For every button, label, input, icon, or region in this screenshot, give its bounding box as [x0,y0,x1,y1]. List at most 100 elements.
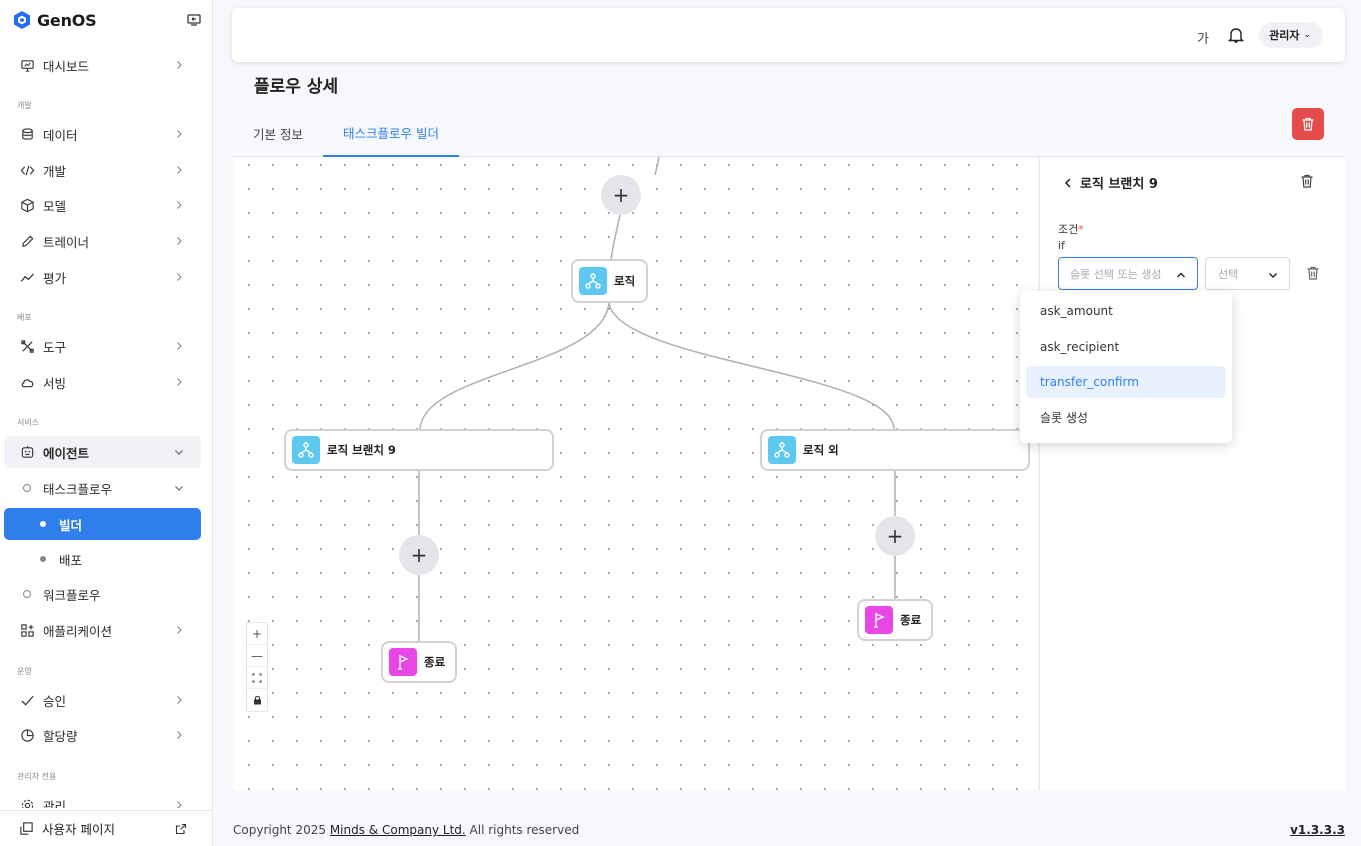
flow-canvas[interactable]: + 로직 로직 브랜치 9 로직 외 + + 종료 종료 + — [233,157,1038,790]
sidebar-item-label: 할당량 [43,728,78,744]
slot-select[interactable]: 슬롯 선택 또는 생성 [1058,257,1198,290]
edge-logic-branch [419,302,610,430]
sidebar-item-data[interactable]: 데이터 [4,118,201,150]
company-link[interactable]: Minds & Company Ltd. [329,823,466,837]
slot-select-placeholder: 슬롯 선택 또는 생성 [1070,267,1162,281]
chevron-right-icon [177,130,182,138]
edge-logic-else [608,302,895,430]
sidebar-item-taskflow[interactable]: 태스크플로우 [4,472,201,504]
external-link-icon [175,823,187,835]
node-logic-else[interactable]: 로직 외 [760,429,1030,471]
trash-icon[interactable] [1299,173,1315,189]
page-title: 플로우 상세 [254,77,339,97]
chevron-right-icon [177,237,182,245]
sidebar-item-quota[interactable]: 할당량 [4,719,201,751]
sidebar-item-label: 데이터 [43,127,78,143]
robot-icon [19,444,35,460]
sidebar-item-serving[interactable]: 서빙 [4,366,201,398]
node-label: 종료 [900,613,922,627]
add-node-button[interactable]: + [601,175,641,215]
sidebar-item-label: 배포 [59,552,83,568]
node-logic-branch[interactable]: 로직 브랜치 9 [284,429,554,471]
zoom-out-button[interactable]: — [247,645,267,667]
dropdown-option-create-slot[interactable]: 슬롯 생성 [1040,411,1088,425]
user-menu-button[interactable]: 관리자 ⌄ [1259,22,1323,48]
slot-dropdown: ask_amount ask_recipient transfer_confir… [1020,291,1232,443]
chevron-right-icon [177,342,182,350]
dropdown-option-transfer-confirm[interactable]: transfer_confirm [1026,366,1226,398]
chevron-right-icon [177,166,182,174]
sidebar-collapse-icon[interactable] [186,12,202,28]
sidebar-item-deploy[interactable]: 배포 [4,543,201,575]
user-page-icon [19,821,34,836]
fit-view-button[interactable] [247,667,267,689]
lock-button[interactable] [247,689,267,711]
genos-logo-icon [14,11,30,29]
sidebar-item-dashboard[interactable]: 대시보드 [4,49,201,81]
chevron-down-icon: ⌄ [1303,30,1311,40]
copyright: Copyright 2025 Minds & Company Ltd. All … [233,823,579,837]
sidebar-item-approval[interactable]: 승인 [4,684,201,716]
operator-select[interactable]: 선택 [1205,257,1290,290]
add-node-button[interactable]: + [875,516,915,556]
node-end-right[interactable]: 종료 [857,599,933,641]
user-page-link[interactable]: 사용자 페이지 [0,810,213,846]
chevron-right-icon [177,801,182,808]
sidebar-item-tools[interactable]: 도구 [4,330,201,362]
chevron-down-icon [1269,273,1277,278]
sidebar-item-builder[interactable]: 빌더 [4,508,201,540]
sidebar-item-workflow[interactable]: 워크플로우 [4,578,201,610]
bell-icon[interactable] [1227,26,1245,44]
panel-back-button[interactable]: 로직 브랜치 9 [1062,173,1158,192]
sidebar-item-manage[interactable]: 관리 [4,789,201,808]
sidebar-item-label: 관리 [43,798,67,809]
copyright-suffix: All rights reserved [469,823,580,837]
trash-icon[interactable] [1305,265,1321,281]
add-node-button[interactable]: + [399,535,439,575]
tab-taskflow-builder[interactable]: 태스크플로우 빌더 [323,110,459,157]
sidebar-item-trainer[interactable]: 트레이너 [4,225,201,257]
node-label: 종료 [424,655,446,669]
sidebar-item-application[interactable]: 애플리케이션 [4,614,201,646]
sidebar-item-eval[interactable]: 평가 [4,261,201,293]
code-icon [19,162,35,178]
tools-icon [19,338,35,354]
sidebar-item-agent[interactable]: 에이전트 [4,436,201,468]
sidebar-item-model[interactable]: 모델 [4,189,201,221]
copyright-prefix: Copyright 2025 [233,823,326,837]
sidebar-item-label: 모델 [43,198,67,214]
edge-plus-logic [610,214,621,265]
dropdown-option-ask-recipient[interactable]: ask_recipient [1040,339,1120,354]
delete-flow-button[interactable] [1292,108,1324,140]
chevron-up-icon [1177,272,1185,278]
ring-bullet-icon [19,480,35,496]
dropdown-option-ask-amount[interactable]: ask_amount [1040,304,1113,318]
flag-icon [865,606,893,634]
sidebar-item-label: 개발 [43,163,67,179]
logo[interactable]: GenOS [12,8,202,32]
monitor-icon [19,57,35,73]
flag-icon [389,648,417,676]
panel-title: 로직 브랜치 9 [1080,177,1158,192]
check-icon [19,692,35,708]
language-toggle[interactable]: 가 [1197,32,1209,47]
node-end-left[interactable]: 종료 [381,641,457,683]
sidebar-item-label: 트레이너 [43,234,90,250]
cube-icon [19,197,35,213]
section-label-service: 서비스 [17,418,40,427]
sidebar-item-label: 워크플로우 [43,587,101,603]
trash-icon [1302,117,1314,131]
canvas-controls: + — [246,622,268,712]
node-label: 로직 외 [803,443,839,457]
zoom-in-button[interactable]: + [247,623,267,645]
sidebar-item-label: 평가 [43,270,67,286]
required-mark: * [1078,223,1084,236]
sidebar-item-label: 서빙 [43,375,67,391]
user-page-label: 사용자 페이지 [42,822,115,837]
dot-bullet-icon [39,516,47,532]
version-link[interactable]: v1.3.3.3 [1290,823,1345,837]
sidebar-item-develop[interactable]: 개발 [4,154,201,186]
node-logic[interactable]: 로직 [571,259,648,303]
user-name: 관리자 [1269,29,1300,42]
tab-basic-info[interactable]: 기본 정보 [253,127,303,142]
